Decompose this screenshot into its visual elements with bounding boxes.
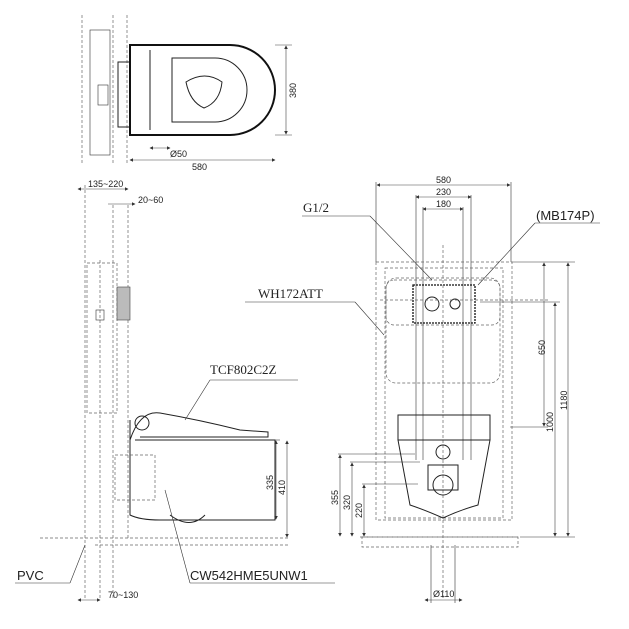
top-view: 380 Ø50 580 bbox=[81, 15, 298, 172]
front-dim-230: 230 bbox=[436, 187, 451, 197]
side-dim-offset: 20~60 bbox=[138, 195, 163, 205]
front-dim-220: 220 bbox=[354, 503, 364, 518]
front-dim-110: Ø110 bbox=[433, 589, 454, 599]
side-dim-frame: 135~220 bbox=[88, 179, 123, 189]
side-view: 135~220 20~60 335 410 TCF802C2Z PVC CW54… bbox=[15, 179, 335, 602]
front-dim-180: 180 bbox=[436, 199, 451, 209]
front-dim-355: 355 bbox=[330, 490, 340, 505]
label-mb174p: (MB174P) bbox=[536, 208, 595, 223]
label-wh172att: WH172ATT bbox=[258, 286, 323, 301]
side-dim-bowl-height: 335 bbox=[265, 475, 275, 490]
front-dim-1000: 1000 bbox=[545, 412, 555, 432]
side-dim-total-height: 410 bbox=[277, 480, 287, 495]
top-dim-pipe: Ø50 bbox=[170, 149, 187, 159]
label-seat-model: TCF802C2Z bbox=[210, 362, 277, 377]
top-dim-length: 580 bbox=[192, 162, 207, 172]
front-dim-1180: 1180 bbox=[559, 391, 569, 410]
label-pvc: PVC bbox=[17, 568, 44, 583]
label-bowl-model: CW542HME5UNW1 bbox=[190, 568, 308, 583]
front-dim-650: 650 bbox=[537, 340, 547, 355]
front-dim-320: 320 bbox=[342, 495, 352, 510]
side-dim-bottom: 70~130 bbox=[108, 590, 138, 600]
front-view: 580 230 180 650 1000 1180 bbox=[245, 175, 600, 603]
label-g12: G1/2 bbox=[303, 200, 329, 215]
top-dim-depth: 380 bbox=[288, 83, 298, 98]
front-dim-width: 580 bbox=[436, 175, 451, 185]
